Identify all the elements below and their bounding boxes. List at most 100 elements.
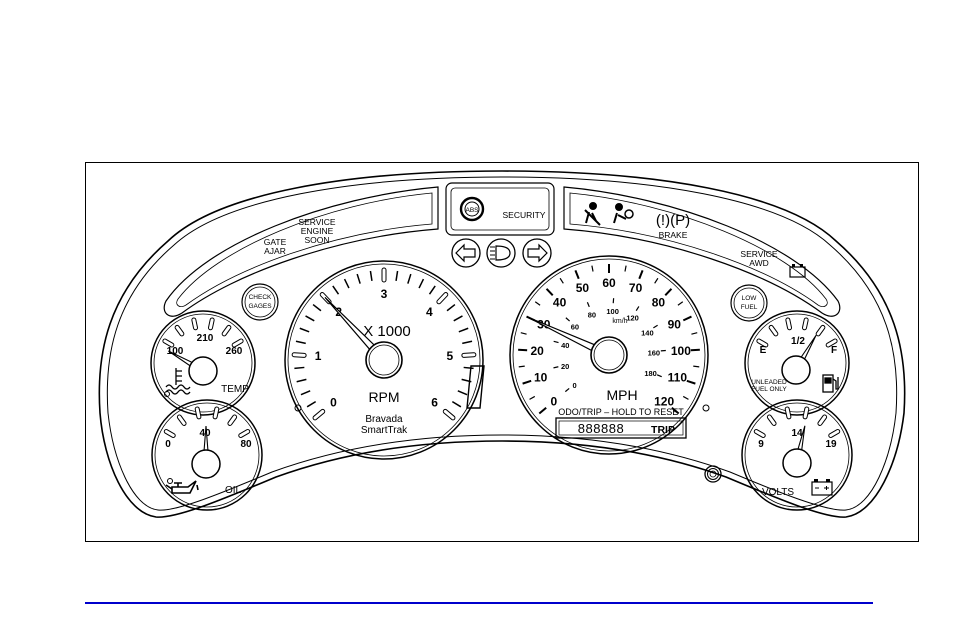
- fuel-tick-label: E: [760, 345, 767, 356]
- tach-minor-tick: [458, 327, 469, 333]
- kmh-tick: [564, 387, 570, 393]
- right-lamp-panel: [563, 186, 841, 317]
- mph-tick-label: 60: [602, 276, 616, 290]
- mph-tick: [520, 332, 527, 335]
- oil-tick: [194, 406, 202, 420]
- volts-unit: VOLTS: [762, 487, 794, 498]
- tach-minor-tick: [300, 390, 311, 396]
- kmh-unit: km/h: [612, 318, 627, 325]
- oil-tick: [212, 406, 220, 420]
- mph-tick: [664, 288, 673, 297]
- tach-tick-label: 6: [431, 395, 438, 409]
- kmh-tick-label: 140: [641, 329, 654, 338]
- tach-minor-tick: [463, 366, 474, 370]
- tach-major-tick: [442, 408, 456, 421]
- fuel-tick: [785, 317, 793, 331]
- volts-tick-label: 14: [791, 428, 803, 439]
- kmh-tick: [656, 374, 662, 378]
- svg-text:AJAR: AJAR: [264, 246, 286, 256]
- tach-minor-tick: [418, 278, 425, 289]
- svg-text:SOON: SOON: [304, 235, 329, 245]
- mph-tick-label: 20: [530, 344, 544, 358]
- kmh-tick-label: 20: [561, 362, 569, 371]
- fuel-tick: [801, 317, 809, 331]
- fuel-note: FUEL ONLY: [751, 386, 787, 393]
- volts-tick-label: 9: [758, 439, 764, 450]
- tach-minor-tick: [306, 400, 317, 408]
- oil-tick: [176, 414, 187, 426]
- volts-hub: [782, 448, 812, 478]
- mph-tick: [534, 301, 541, 306]
- left-lamp-panel: [163, 186, 439, 317]
- battery-icon: [811, 479, 833, 496]
- service-engine-soon-lamp: SERVICE ENGINE SOON: [298, 217, 335, 245]
- tach-minor-tick: [462, 340, 473, 345]
- mph-tick: [654, 277, 659, 284]
- cluster-bezel-inner: [106, 176, 898, 511]
- svg-text:GAGES: GAGES: [248, 303, 272, 310]
- reset-knob-icon[interactable]: [704, 465, 722, 483]
- page-bottom-rule: [85, 602, 873, 604]
- tach-major-tick: [312, 408, 326, 421]
- center-lamp-panel-inner: [450, 187, 550, 231]
- kmh-tick-label: 100: [606, 307, 619, 316]
- mph-tick-label: 0: [551, 394, 558, 408]
- tach-minor-tick: [343, 278, 350, 289]
- kmh-tick: [553, 366, 559, 369]
- abs-lamp: ABS: [459, 196, 485, 222]
- tach-minor-tick: [428, 285, 436, 295]
- headlamp-icon: [486, 238, 516, 268]
- brake-lamp-symbols: (!)(P): [656, 212, 690, 229]
- mph-tick: [691, 332, 698, 335]
- fuel-pump-icon: [822, 374, 839, 393]
- temp-tick: [191, 317, 199, 331]
- security-lamp: SECURITY: [503, 210, 546, 220]
- temp-tick-label: 100: [167, 346, 184, 357]
- oil-tick-label: 0: [165, 439, 171, 450]
- tach-minor-tick: [395, 270, 399, 282]
- left-lamp-panel-inner: [176, 192, 433, 307]
- kmh-tick-label: 120: [626, 314, 639, 323]
- tach-minor-tick: [296, 378, 307, 383]
- oil-tick: [238, 429, 251, 438]
- speedometer: 0102030405060708090100110120 02040608010…: [509, 255, 710, 455]
- tach-redline-box: [466, 365, 485, 409]
- mph-tick: [538, 406, 547, 415]
- mph-tick: [522, 379, 532, 385]
- turn-left-icon: [451, 238, 481, 268]
- model-name: Bravada: [365, 414, 403, 425]
- gate-ajar-lamp: GATE AJAR: [264, 237, 287, 256]
- tach-tick-label: 4: [426, 305, 433, 319]
- fuel-gauge: E 1/2 F UNLEADED FUEL ONLY: [744, 310, 850, 416]
- speedo-peg: [702, 404, 710, 412]
- battery-icon: [789, 264, 806, 278]
- fuel-hub: [781, 355, 811, 385]
- temp-gauge: 100 210 260 TEMP: [150, 310, 256, 416]
- volts-tick: [817, 414, 828, 426]
- temp-tick: [231, 338, 244, 348]
- mph-tick: [529, 395, 536, 400]
- oil-gauge: 0 40 80 OIL: [151, 399, 263, 511]
- tach-minor-tick: [305, 315, 315, 322]
- fuel-tick-label: F: [831, 345, 837, 356]
- right-lamp-panel-inner: [569, 192, 828, 307]
- tach-unit: RPM: [368, 389, 399, 405]
- mph-tick: [624, 265, 627, 272]
- svg-text:LOW: LOW: [742, 295, 758, 302]
- tach-multiplier: X 1000: [363, 323, 411, 340]
- mph-tick: [686, 379, 696, 385]
- tach-major-tick: [381, 267, 387, 283]
- low-fuel-lamp: LOW FUEL: [730, 284, 768, 322]
- mph-tick: [638, 270, 644, 280]
- volts-tick: [766, 414, 777, 426]
- instrument-cluster: SERVICE ENGINE SOON GATE AJAR ABS SECURI…: [98, 170, 906, 518]
- volts-tick: [753, 429, 766, 438]
- oil-can-icon: [165, 480, 199, 494]
- center-lamp-panel: [445, 182, 555, 236]
- svg-text:GATE: GATE: [264, 237, 287, 247]
- turn-right-icon: [522, 238, 552, 268]
- mph-tick: [682, 395, 689, 400]
- coolant-icon: [165, 368, 191, 395]
- tach-tick-label: 5: [447, 349, 454, 363]
- tach-tick-label: 0: [330, 395, 337, 409]
